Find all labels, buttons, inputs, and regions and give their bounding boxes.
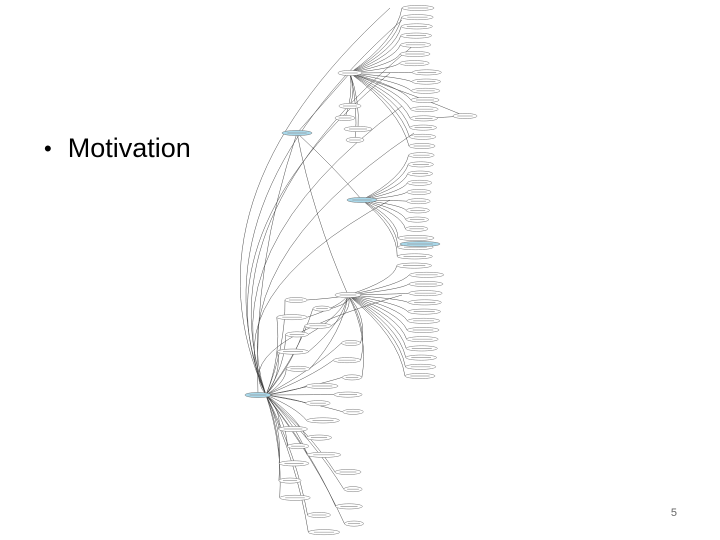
graph-edge [296,132,363,201]
graph-edge [265,394,307,438]
graph-edge [253,199,391,396]
graph-edge [349,72,359,130]
graph-edge [308,294,349,352]
graph-edge [265,394,345,524]
graph-edge [349,26,402,74]
graph-edge [361,155,409,201]
graph-edge [347,294,407,358]
page-number: 5 [670,507,677,519]
graph-edge [349,72,410,137]
graph-edge [265,394,336,507]
bullet-item: • Motivation [44,133,191,164]
graph-edge [347,294,363,344]
graph-edge [347,294,406,377]
graph-edge [257,132,298,396]
graph-edge [247,72,391,396]
graph-edge [347,294,407,340]
graph-edge [258,294,403,396]
graph-edge [349,17,402,74]
bullet-marker: • [44,135,52,161]
graph-edge [361,199,398,248]
graph-edge [361,164,409,201]
graph-edge [309,294,349,369]
graph-edge [349,72,411,110]
graph-edge [265,394,281,498]
dependency-graph-image [240,5,478,536]
bullet-text: Motivation [67,133,191,163]
graph-edge [265,394,344,490]
graph-edge [265,317,279,396]
graph-edge [347,294,364,378]
graph-edge [265,394,343,413]
graph-edge [349,72,412,101]
graph-edge [361,199,398,257]
graph-edge [347,294,407,349]
graph-edge [347,294,408,321]
graph-edges [240,7,466,533]
graph-edge [265,334,286,396]
graph-edge [265,360,334,396]
graph-edge [347,265,398,296]
graph-edge [240,7,391,396]
graph-edge [349,35,402,74]
graph-edge [265,368,287,396]
graph-edge [349,72,466,117]
graph-edge [361,199,407,220]
graph-edge [296,132,349,296]
graph-edge [252,105,403,396]
graph-edge [250,44,415,396]
graph-edge [349,7,403,74]
graph-edge [296,72,351,134]
graph-edge [349,72,411,128]
graph-edge [347,294,406,367]
graph-edge [265,394,280,481]
graph-edge [308,294,349,335]
graph-edge [344,72,352,119]
graph-edge [361,199,399,239]
graph-edge [265,394,307,421]
graph-edge [265,394,308,516]
graph-edge [265,351,279,396]
graph-edge [347,294,363,361]
graph-nodes [244,5,478,536]
graph-edge [265,394,336,473]
graph-edge [349,72,410,147]
graph-edge [257,132,415,396]
graph-edge [347,294,408,331]
graph-edge [349,72,411,119]
